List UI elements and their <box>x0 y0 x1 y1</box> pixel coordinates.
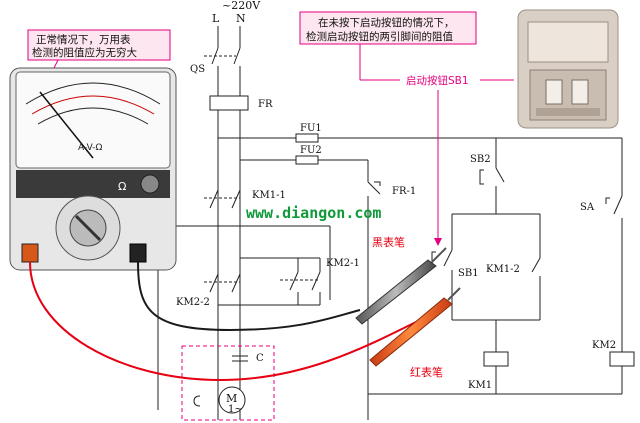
fr1-label: FR-1 <box>392 186 416 197</box>
multimeter: A-V-Ω Ω <box>9 67 177 271</box>
test-note-line1: 在未按下启动按钮的情况下， <box>318 16 455 29</box>
km1-coil-label: KM1 <box>468 380 492 391</box>
red-jack <box>21 243 39 263</box>
meter-note-line1: 正常情况下，万用表 <box>36 33 131 46</box>
sb1-label: SB1 <box>458 268 479 279</box>
km2-coil-label: KM2 <box>592 340 616 351</box>
red-probe-label: 红表笔 <box>410 365 443 379</box>
red-probe <box>369 297 453 367</box>
km2-1-label: KM2-1 <box>326 258 360 269</box>
watermark: www.diangon.com <box>246 204 381 222</box>
km1-2-label: KM1-2 <box>486 264 520 275</box>
sa-label: SA <box>580 202 595 213</box>
supply-voltage-label: ~220V <box>222 0 261 12</box>
motor-label: M <box>226 392 237 405</box>
test-note-line2: 检测启动按钮的两引脚间的阻值 <box>306 30 453 43</box>
capacitor-label: C <box>256 353 264 364</box>
control-circuit <box>368 167 635 395</box>
meter-note-box: 正常情况下，万用表 检测的阻值应为无穷大 <box>27 29 171 98</box>
meter-omega-label: Ω <box>118 180 126 193</box>
km1-1-label: KM1-1 <box>252 190 286 201</box>
motor-section <box>181 345 275 421</box>
qs-label: QS <box>190 64 205 75</box>
black-probe <box>355 259 437 325</box>
push-button-photo <box>517 9 619 129</box>
black-lead <box>137 261 361 332</box>
meter-scale-label: A-V-Ω <box>78 143 103 153</box>
test-note-box: 在未按下启动按钮的情况下， 检测启动按钮的两引脚间的阻值 <box>299 11 477 81</box>
supply-wires <box>204 26 623 420</box>
meter-note-line2: 检测的阻值应为无穷大 <box>32 46 137 59</box>
sb2-label: SB2 <box>470 154 491 165</box>
black-jack <box>129 243 147 263</box>
red-lead <box>29 261 421 382</box>
fu1-label: FU1 <box>300 123 322 134</box>
phase-n-label: N <box>236 12 246 25</box>
start-button-callout: 启动按钮SB1 <box>406 74 469 87</box>
fr-label: FR <box>258 99 273 110</box>
km2-contacts <box>204 257 321 306</box>
black-probe-label: 黑表笔 <box>372 235 405 249</box>
phase-l-label: L <box>212 12 220 25</box>
meter-needle <box>39 91 94 159</box>
km2-2-label: KM2-2 <box>176 297 210 308</box>
motor-sub-label: 1~ <box>228 404 243 415</box>
fu2-label: FU2 <box>300 145 322 156</box>
